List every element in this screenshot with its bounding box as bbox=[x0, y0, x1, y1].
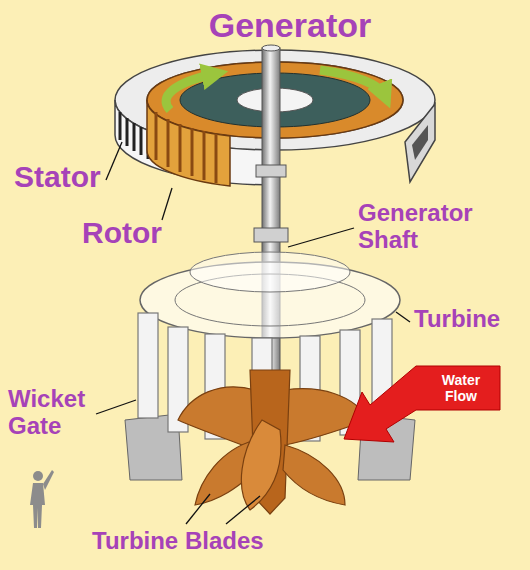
part-label: Stator bbox=[14, 160, 101, 194]
rotor-poles bbox=[156, 112, 216, 183]
part-label: Generator Shaft bbox=[358, 200, 508, 254]
flow-label: Water Flow bbox=[424, 372, 498, 404]
stator-slots bbox=[120, 112, 148, 159]
shaft-top bbox=[262, 45, 280, 51]
rotor-side bbox=[147, 100, 230, 186]
part-label: Wicket Gate bbox=[8, 386, 118, 440]
arrow-fill bbox=[344, 366, 500, 442]
housing-collar bbox=[190, 252, 350, 292]
shaft-flange bbox=[254, 228, 288, 242]
part-label: Turbine Blades bbox=[92, 528, 264, 555]
part-label: Rotor bbox=[82, 216, 162, 250]
shaft-coupling bbox=[256, 165, 286, 177]
stator-cut-face bbox=[405, 104, 435, 182]
part-label: Turbine bbox=[414, 306, 500, 333]
part-label: Generator bbox=[209, 6, 372, 44]
turbine-blades bbox=[178, 370, 368, 514]
person-silhouette bbox=[30, 470, 54, 528]
stator-cut-slot bbox=[412, 125, 428, 160]
water-flow-arrow: Water Flow bbox=[328, 362, 503, 447]
